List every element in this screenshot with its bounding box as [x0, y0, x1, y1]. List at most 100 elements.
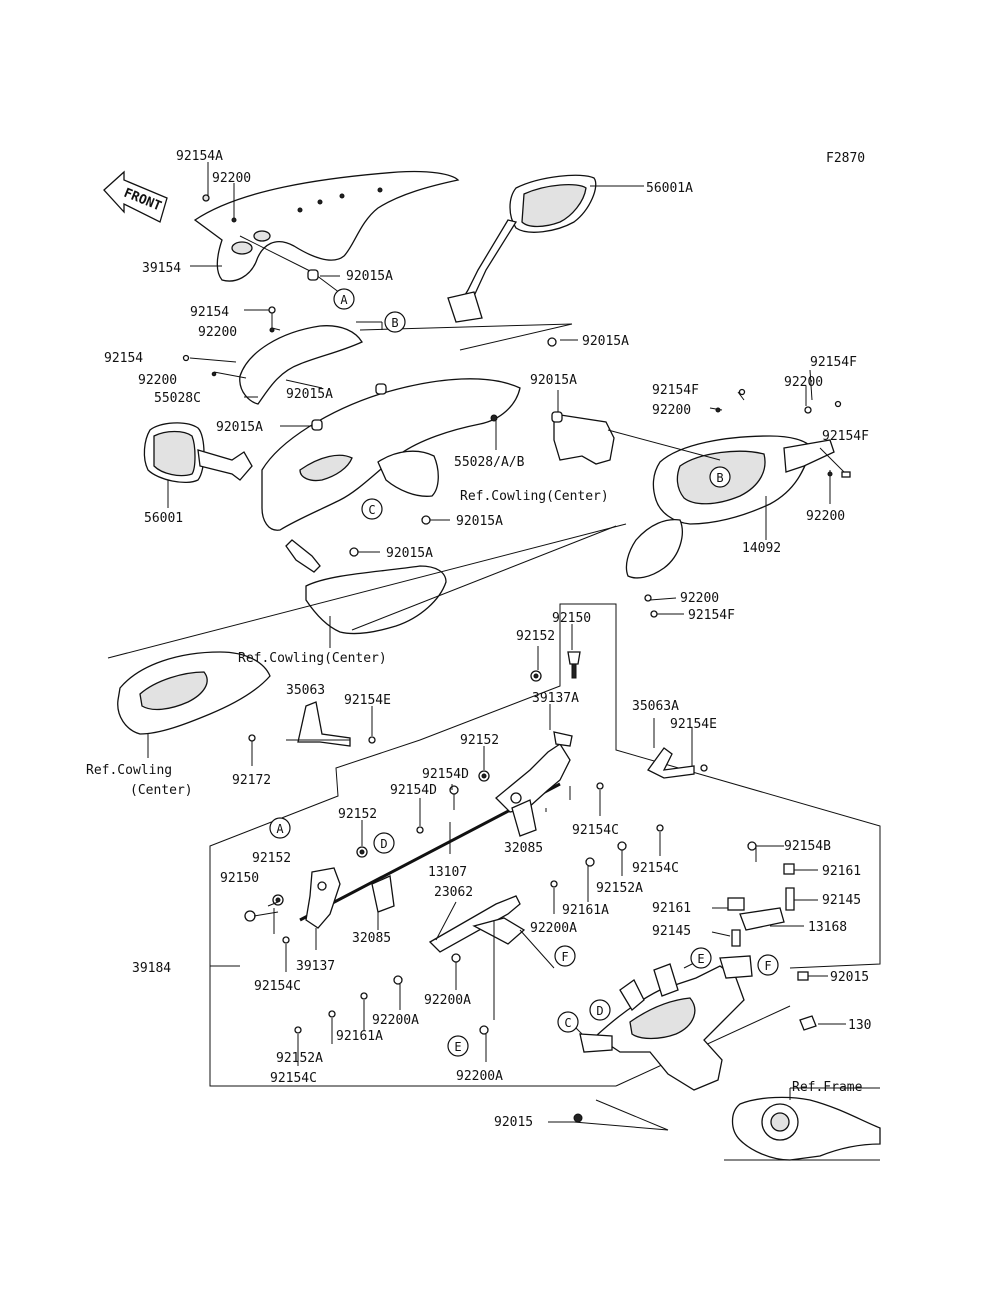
- part-label: 55028C: [154, 391, 201, 406]
- part-label: Ref.Cowling(Center): [460, 489, 609, 504]
- part-label: 92200: [138, 373, 177, 388]
- stay-35063: [297, 701, 351, 747]
- part-label: 92200: [212, 171, 251, 186]
- part-label: 14092: [742, 541, 781, 556]
- part-label: 130: [848, 1018, 871, 1033]
- lower-fasteners: [244, 651, 817, 1123]
- part-label: 92015A: [216, 420, 263, 435]
- part-label: 92154D: [390, 783, 437, 798]
- plate-32085-lower: [371, 875, 395, 913]
- part-label: 92154F: [652, 383, 699, 398]
- part-label: 92015A: [386, 546, 433, 561]
- callout-b-right: B: [709, 466, 731, 488]
- svg-text:D: D: [596, 1004, 603, 1018]
- svg-text:E: E: [697, 952, 704, 966]
- lower-leader-lines: [253, 624, 880, 1131]
- part-label: 92154C: [632, 861, 679, 876]
- ref-cowling-center-lower: [305, 565, 447, 635]
- part-label: 92161: [652, 901, 691, 916]
- part-label: 92152: [338, 807, 377, 822]
- part-label: 92152: [516, 629, 555, 644]
- ref-cowling-center-upper: [553, 413, 615, 465]
- part-label: 92200: [784, 375, 823, 390]
- part-label: 92154: [104, 351, 143, 366]
- part-label: 92200A: [424, 993, 471, 1008]
- part-label: 92152A: [276, 1051, 323, 1066]
- svg-text:A: A: [276, 822, 284, 836]
- part-label: 35063: [286, 683, 325, 698]
- part-label: 92145: [652, 924, 691, 939]
- plate-32085-upper: [511, 799, 537, 837]
- part-label: 23062: [434, 885, 473, 900]
- part-label: 92150: [220, 871, 259, 886]
- part-label: 56001A: [646, 181, 693, 196]
- part-label: 35063A: [632, 699, 679, 714]
- part-label: 32085: [352, 931, 391, 946]
- stay-35063A: [647, 747, 695, 779]
- part-label: 92154C: [270, 1071, 317, 1086]
- part-label: 39154: [142, 261, 181, 276]
- bracket-39137A: [495, 731, 573, 813]
- part-label: 39184: [132, 961, 171, 976]
- bracket-13168: [727, 863, 795, 947]
- part-label: 92154B: [784, 839, 831, 854]
- svg-text:C: C: [564, 1016, 571, 1030]
- callout-c-frame: C: [557, 1011, 579, 1033]
- windshield-39154: [193, 170, 460, 282]
- part-label: 92200: [806, 509, 845, 524]
- callout-f-right: F: [757, 954, 779, 976]
- svg-text:A: A: [340, 293, 348, 307]
- part-label: 56001: [144, 511, 183, 526]
- front-direction-arrow: FRONT: [103, 170, 168, 223]
- bracket-39137: [305, 867, 341, 929]
- part-label: 92150: [552, 611, 591, 626]
- part-label: 92200: [680, 591, 719, 606]
- callout-f-lower: F: [554, 945, 576, 967]
- callout-a-lower: A: [269, 817, 291, 839]
- part-label: 32085: [504, 841, 543, 856]
- callout-e-right: E: [690, 947, 712, 969]
- part-label: 92154F: [822, 429, 869, 444]
- callout-b-upper: B: [384, 311, 406, 333]
- upper-fasteners: [182, 194, 851, 742]
- part-label: 92145: [822, 893, 861, 908]
- part-label: 92154F: [688, 608, 735, 623]
- part-labels: 92154A 92200 39154 92015A 92154 92200 92…: [86, 149, 871, 1130]
- svg-text:F: F: [561, 950, 568, 964]
- part-label: 13107: [428, 865, 467, 880]
- part-label: 92161A: [336, 1029, 383, 1044]
- callout-d-lower: D: [373, 832, 395, 854]
- part-label: Ref.Cowling(Center): [238, 651, 387, 666]
- callout-d-frame: D: [589, 999, 611, 1021]
- part-label: 92172: [232, 773, 271, 788]
- part-label: (Center): [130, 783, 193, 798]
- part-label: 92154E: [670, 717, 717, 732]
- upper-cowling-55028: [239, 325, 521, 573]
- front-stay-frame: [579, 955, 753, 1091]
- svg-text:F: F: [764, 959, 771, 973]
- part-label: 92154A: [176, 149, 223, 164]
- part-label: 92015A: [346, 269, 393, 284]
- ref-frame: [724, 1096, 881, 1161]
- part-label: 92015A: [530, 373, 577, 388]
- svg-text:B: B: [716, 471, 723, 485]
- svg-text:B: B: [391, 316, 398, 330]
- assembly-39184-box: [209, 966, 616, 1087]
- callout-e-lower: E: [447, 1035, 469, 1057]
- part-label: 92154C: [254, 979, 301, 994]
- part-label: 92015A: [286, 387, 333, 402]
- part-label: 92154C: [572, 823, 619, 838]
- svg-text:C: C: [368, 503, 375, 517]
- part-label: 55028/A/B: [454, 455, 525, 470]
- part-label: 92152: [460, 733, 499, 748]
- part-label: 92200A: [530, 921, 577, 936]
- svg-text:D: D: [380, 837, 387, 851]
- mirror-56001A: [447, 174, 597, 323]
- part-label: Ref.Frame: [792, 1080, 863, 1095]
- part-label: 39137A: [532, 691, 579, 706]
- part-label: 92161A: [562, 903, 609, 918]
- ref-cowling-center-left: [117, 651, 271, 735]
- part-label: 92152: [252, 851, 291, 866]
- part-label: 92161: [822, 864, 861, 879]
